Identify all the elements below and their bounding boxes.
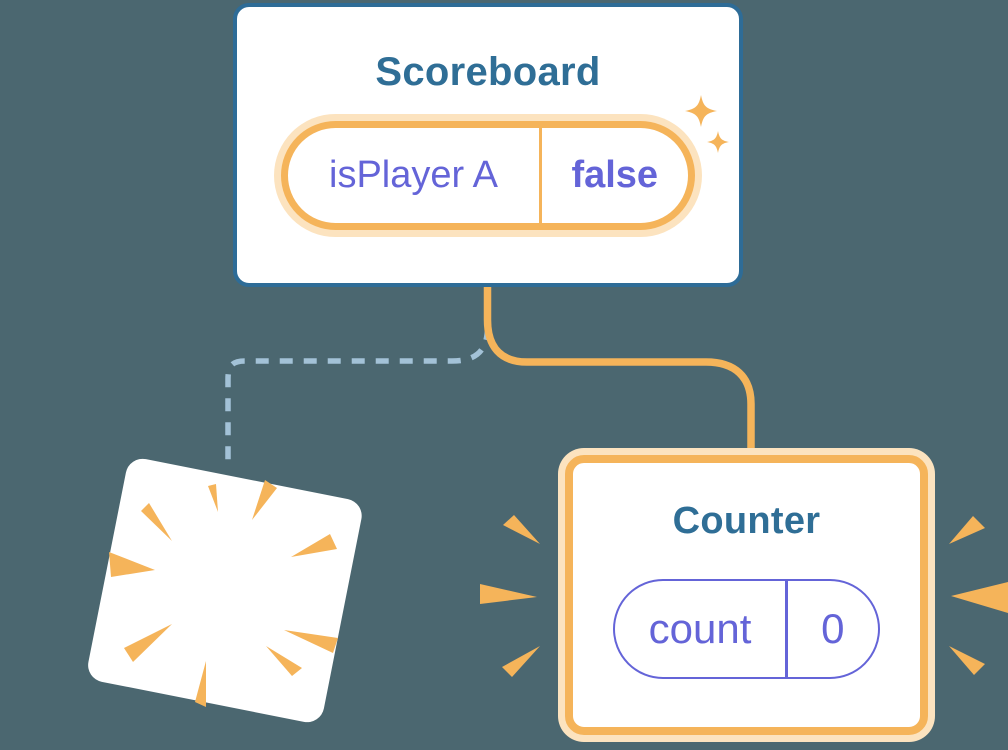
state-value-label: false xyxy=(571,154,659,196)
state-key-label: count xyxy=(648,605,752,652)
sparkles-icon xyxy=(685,95,729,153)
scoreboard-title: Scoreboard xyxy=(375,50,601,94)
emphasis-rays-icon xyxy=(480,515,1008,677)
scoreboard-card: Scoreboard isPlayer A false xyxy=(233,3,743,287)
counter-state-pill: count 0 xyxy=(613,579,880,679)
counter-card-inner: Counter count 0 xyxy=(565,455,928,735)
state-value-label: 0 xyxy=(821,605,845,652)
dashed-connector-line xyxy=(225,326,491,464)
state-key-label: isPlayer A xyxy=(329,154,498,196)
solid-connector-line xyxy=(483,285,755,452)
counter-title: Counter xyxy=(672,500,821,542)
counter-card: Counter count 0 xyxy=(558,448,935,742)
pill-divider xyxy=(785,581,788,677)
scoreboard-state-pill: isPlayer A false xyxy=(281,121,695,230)
poof-burst-icon xyxy=(109,480,338,707)
destroyed-card xyxy=(88,458,362,723)
pill-divider xyxy=(539,128,542,223)
